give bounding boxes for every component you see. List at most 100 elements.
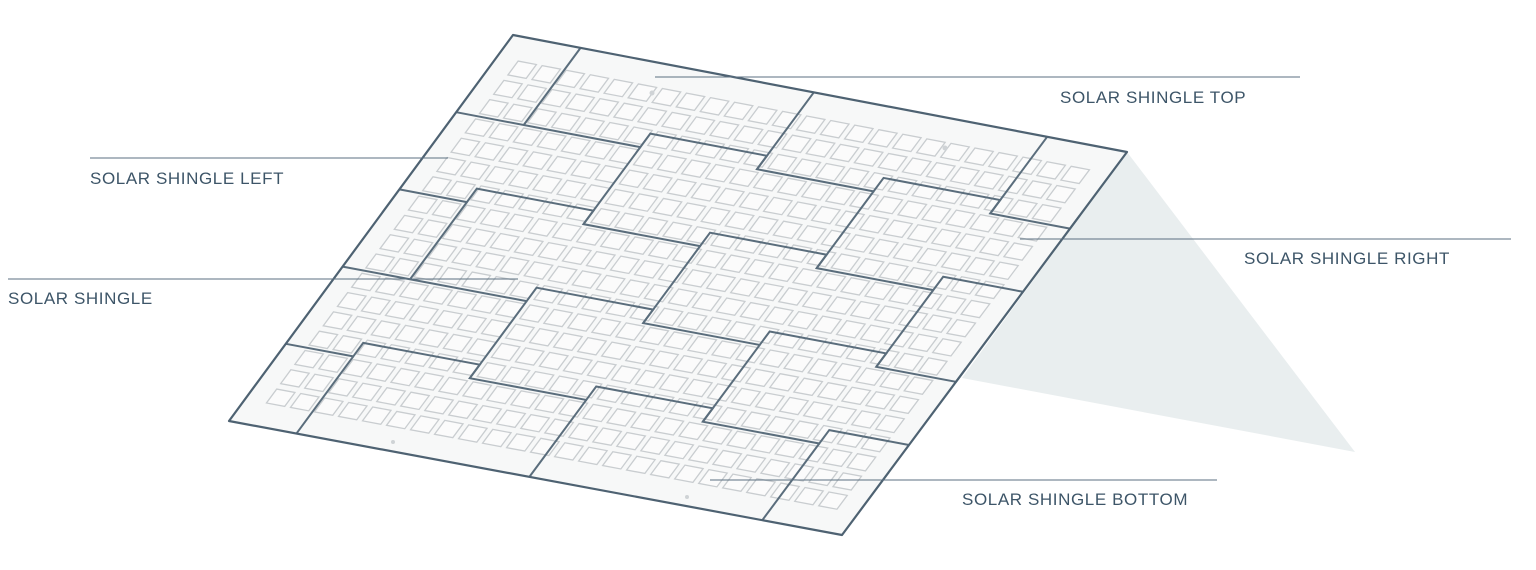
solar-cell [393, 214, 424, 234]
solar-cell [763, 306, 795, 326]
solar-cell [704, 163, 736, 183]
solar-cell [572, 379, 603, 399]
solar-cell [422, 286, 454, 305]
solar-cell [887, 176, 918, 196]
solar-cell [506, 60, 538, 80]
solar-cell [600, 341, 632, 361]
solar-cell [445, 180, 477, 200]
solar-cell [551, 222, 583, 242]
solar-cell [829, 143, 860, 163]
solar-cell [725, 430, 757, 450]
solar-cell [973, 171, 1005, 190]
solar-cell [633, 259, 665, 279]
solar-cell [503, 213, 535, 233]
solar-cell [570, 160, 601, 180]
solar-cell [388, 257, 420, 277]
solar-cell [464, 118, 495, 138]
solar-cell [615, 431, 647, 451]
solar-cell [830, 253, 861, 272]
solar-cell [433, 419, 465, 439]
solar-cell [426, 243, 458, 262]
solar-cell [954, 233, 986, 252]
solar-cell [336, 291, 368, 311]
solar-cell [556, 289, 588, 309]
solar-cell [778, 396, 810, 416]
solar-cell [364, 253, 396, 273]
solar-cell [814, 162, 846, 182]
solar-cell [724, 211, 755, 231]
solar-cell [936, 295, 967, 314]
solar-cell [421, 176, 453, 195]
solar-cell [554, 69, 586, 89]
solar-cell [562, 356, 594, 375]
solar-cell [499, 256, 530, 276]
solar-cell [677, 421, 709, 441]
solar-cell [632, 150, 664, 169]
solar-cell [682, 378, 714, 398]
solar-cell [446, 290, 478, 310]
solar-cell [931, 338, 963, 357]
solar-cell [745, 477, 777, 497]
solar-cell [796, 225, 828, 244]
solar-cell-grid [265, 60, 1091, 510]
solar-cell [623, 236, 655, 255]
solar-cell [524, 370, 555, 390]
solar-cell [858, 214, 890, 234]
solar-cell [610, 365, 642, 384]
solar-cell [529, 437, 561, 457]
solar-cell [428, 352, 459, 372]
solar-cell [882, 219, 914, 239]
solar-cell [901, 157, 933, 177]
solar-cell [649, 459, 681, 479]
solar-cell [435, 156, 467, 176]
solar-cell [806, 358, 838, 377]
solar-cell [313, 397, 345, 417]
solar-cell [609, 255, 641, 275]
solar-cell [350, 272, 382, 292]
solar-cell [365, 363, 397, 382]
solar-cell [643, 283, 675, 303]
solar-cell [907, 333, 939, 353]
solar-cell [507, 170, 539, 190]
solar-cell [656, 154, 688, 174]
solar-cell [733, 235, 765, 254]
solar-cell [940, 252, 972, 271]
solar-cell [546, 155, 577, 175]
solar-cell [791, 267, 823, 287]
solar-cell [481, 428, 513, 448]
solar-cell [476, 361, 507, 381]
solar-cell [686, 335, 718, 355]
solar-cell [580, 293, 612, 313]
solar-cell [916, 247, 948, 267]
solar-cell [485, 385, 517, 405]
solar-cell [502, 103, 534, 123]
solar-cell [766, 153, 798, 173]
solar-cell [978, 237, 1010, 257]
solar-cell [543, 418, 575, 438]
solar-cell [1035, 161, 1067, 180]
solar-cell [812, 424, 844, 444]
solar-cell [423, 395, 455, 415]
solar-cell [531, 175, 563, 194]
solar-cell [696, 359, 728, 379]
solar-cell [798, 444, 829, 463]
solar-cell [663, 440, 695, 460]
solar-cell [697, 468, 729, 488]
solar-cell [817, 491, 849, 510]
solar-cell [660, 111, 692, 131]
solar-cell [695, 249, 727, 269]
solar-cell [883, 328, 915, 348]
solar-cell [1059, 165, 1091, 185]
solar-cell [845, 343, 877, 363]
solar-cell [602, 78, 634, 98]
solar-cell [642, 173, 674, 193]
solar-cell [774, 439, 805, 459]
solar-cell [601, 451, 633, 470]
solar-cell [370, 320, 401, 339]
solar-cell [523, 261, 554, 280]
solar-cell [644, 393, 675, 413]
solar-cell [917, 357, 949, 376]
solar-cell [676, 202, 707, 222]
solar-cell [790, 158, 822, 177]
shingle-seam [815, 190, 875, 269]
